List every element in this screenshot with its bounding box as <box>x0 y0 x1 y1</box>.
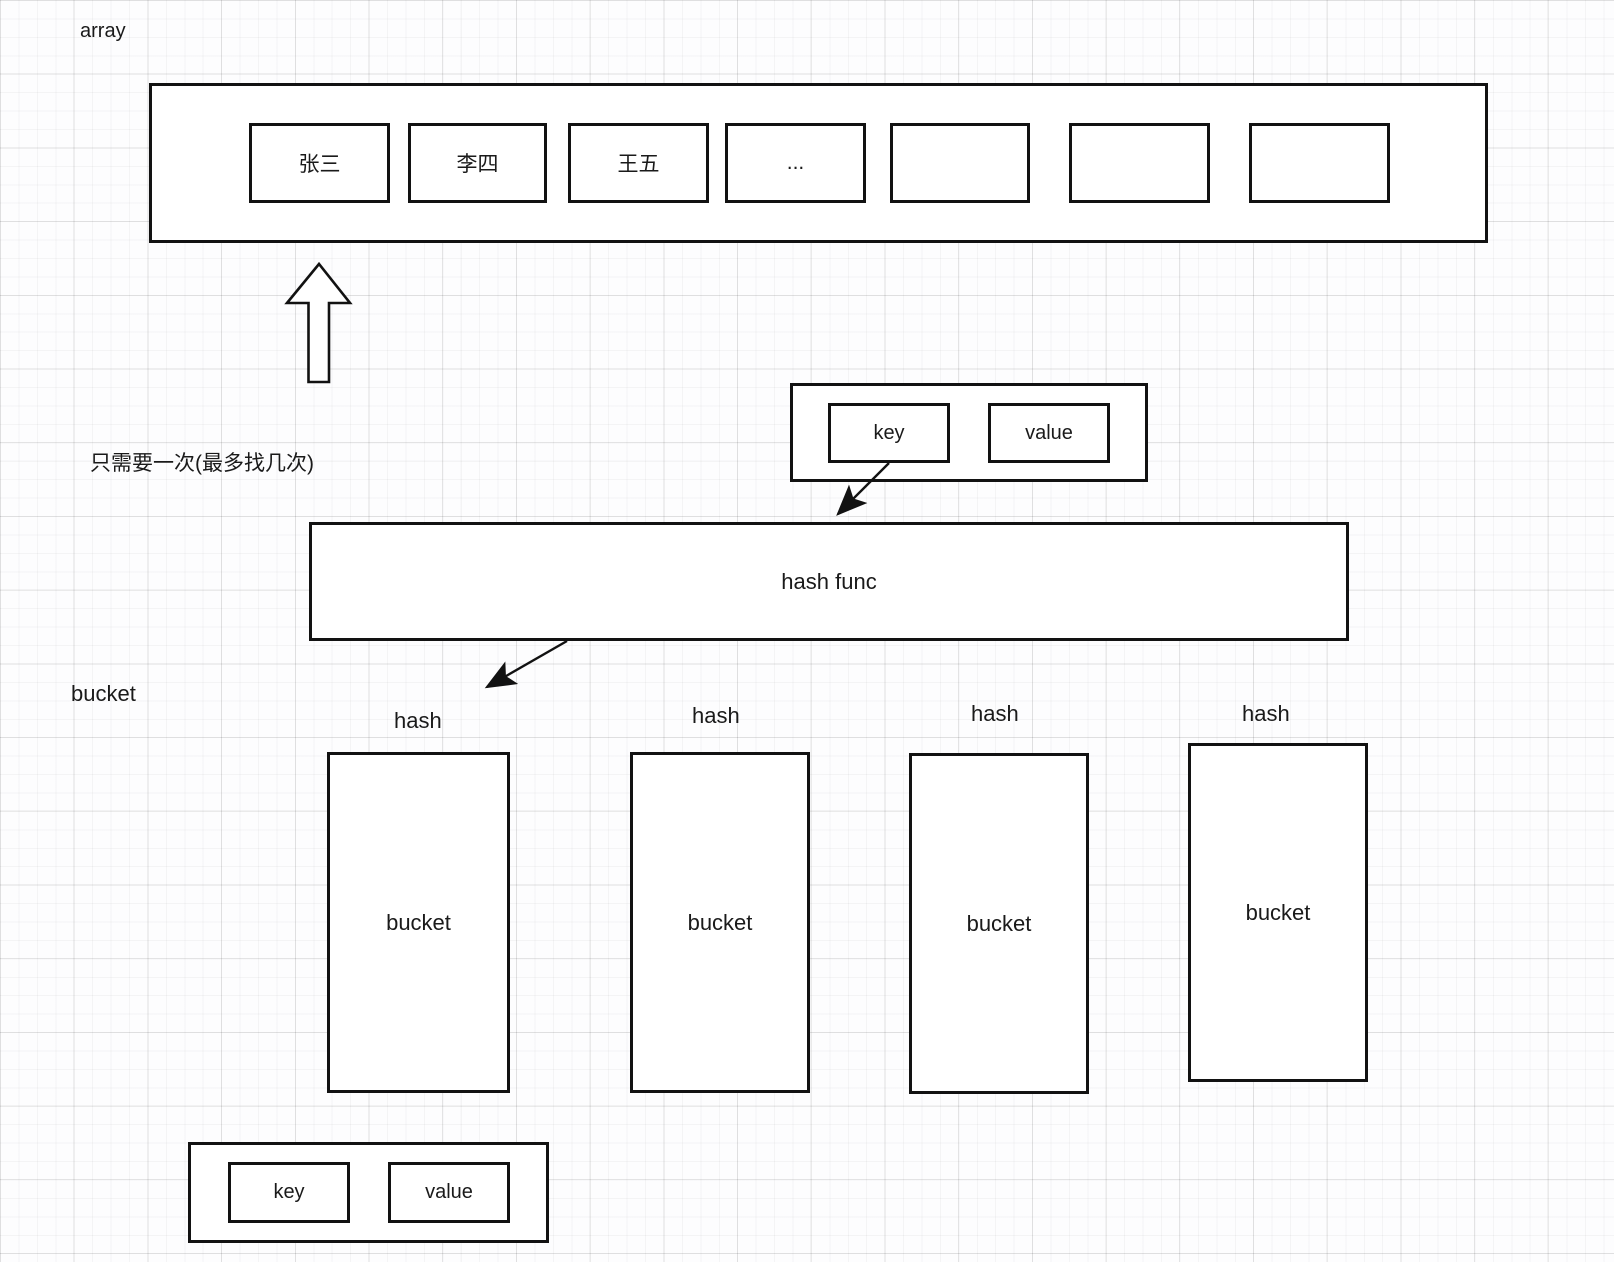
hash-label: hash <box>971 701 1019 726</box>
hash-label: hash <box>692 703 740 728</box>
array-cell <box>1069 123 1210 203</box>
bucket-box: bucket <box>327 752 510 1093</box>
bucket-box: bucket <box>630 752 810 1093</box>
array-cell <box>1249 123 1390 203</box>
array-cell: 张三 <box>249 123 390 203</box>
kv-top-value-box: value <box>988 403 1110 463</box>
kv-top-key-box: key <box>828 403 950 463</box>
array-label: array <box>80 20 126 42</box>
bucket-side-label: bucket <box>71 681 136 706</box>
array-cell: ... <box>725 123 866 203</box>
hash-func-box: hash func <box>309 522 1349 641</box>
hash-label: hash <box>394 708 442 733</box>
arrow-hashfunc-to-bucket <box>484 639 568 689</box>
kv-bottom-key-box: key <box>228 1162 350 1223</box>
bucket-box: bucket <box>909 753 1089 1094</box>
array-cell: 王五 <box>568 123 709 203</box>
note-label: 只需要一次(最多找几次) <box>90 452 314 475</box>
array-cell <box>890 123 1030 203</box>
up-arrow-shape <box>284 261 353 384</box>
hash-label: hash <box>1242 701 1290 726</box>
bucket-box: bucket <box>1188 743 1368 1082</box>
kv-bottom-value-box: value <box>388 1162 510 1223</box>
array-cell: 李四 <box>408 123 547 203</box>
